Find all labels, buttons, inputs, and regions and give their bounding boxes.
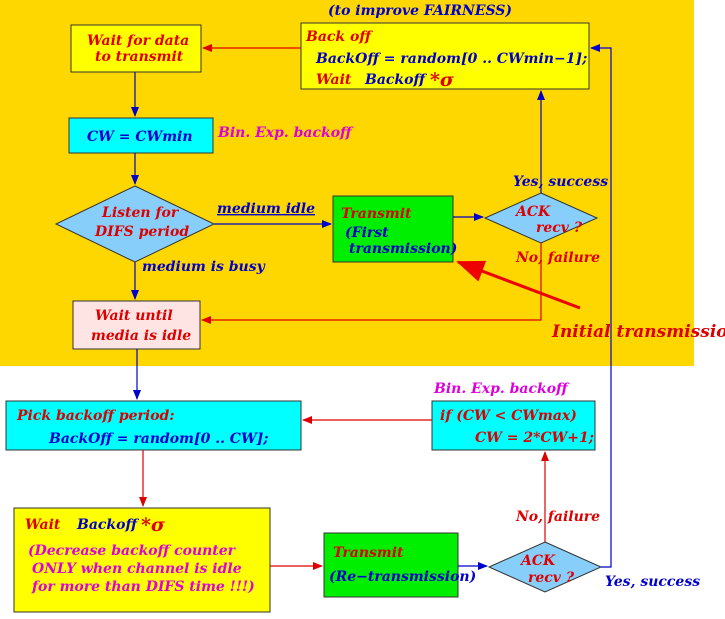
wait-backoff-line1: (Decrease backoff counter xyxy=(28,543,237,559)
medium-busy-label: medium is busy xyxy=(142,259,266,275)
transmit-first-box xyxy=(332,195,454,263)
arrow-ack-no-to-wait-idle xyxy=(201,243,542,324)
pick-backoff-title: Pick backoff period: xyxy=(16,408,175,424)
transmit-first-title: Transmit xyxy=(341,206,412,222)
cw-update-box xyxy=(431,400,596,451)
wait-for-data-box xyxy=(70,24,202,73)
wait-until-idle-line2: media is idle xyxy=(91,328,191,344)
pick-backoff-formula: BackOff = random[0 .. CW]; xyxy=(48,431,268,447)
wait-backoff-wait-label: Wait xyxy=(25,517,61,533)
wait-until-idle-line1: Wait until xyxy=(95,308,173,324)
wait-for-data-line1: Wait for data xyxy=(87,33,189,49)
ack-top-no: No, failure xyxy=(515,250,600,266)
ack-bottom-yes: Yes, success xyxy=(605,574,700,590)
cw-update-line1: if (CW < CWmax) xyxy=(440,408,577,424)
fairness-note: (to improve FAIRNESS) xyxy=(328,3,512,19)
wait-backoff-sigma: *σ xyxy=(141,514,166,536)
cw-min-side-note: Bin. Exp. backoff xyxy=(217,125,354,141)
ack-bottom-line2: recv ? xyxy=(528,570,575,586)
transmit-first-line2: (First xyxy=(345,225,389,241)
listen-line2: DIFS period xyxy=(94,224,189,240)
ack-top-line2: recv ? xyxy=(536,220,583,236)
backoff-title: Back off xyxy=(305,29,373,45)
backoff-wait-label: Wait xyxy=(316,72,352,88)
cw-min-box xyxy=(68,117,214,154)
transmit-re-box xyxy=(323,532,459,598)
wait-until-idle-box xyxy=(72,300,201,350)
ack-bottom-no: No, failure xyxy=(515,509,600,525)
arrow-initial-transmission xyxy=(456,260,581,310)
wait-backoff-line3: for more than DIFS time !!!) xyxy=(31,579,255,595)
wait-backoff-line2: ONLY when channel is idle xyxy=(32,561,242,577)
backoff-formula: BackOff = random[0 .. CWmin−1]; xyxy=(315,51,587,67)
medium-idle-label: medium idle xyxy=(217,201,315,217)
initial-transmission-label: Initial transmission xyxy=(551,322,725,342)
pick-backoff-box xyxy=(5,400,302,451)
ack-bottom-line1: ACK xyxy=(519,553,556,569)
backoff-box xyxy=(300,22,590,90)
transmit-re-title: Transmit xyxy=(333,545,404,561)
listen-line1: Listen for xyxy=(101,205,180,221)
backoff-backoff-label: Backoff xyxy=(364,72,427,88)
arrow-ack-yes-to-backoff-loop xyxy=(590,44,612,568)
ack-top-line1: ACK xyxy=(514,204,551,220)
ack-bottom-diamond xyxy=(487,541,603,593)
cw-update-note: Bin. Exp. backoff xyxy=(433,381,570,397)
cw-update-line2: CW = 2*CW+1; xyxy=(475,430,594,446)
ack-top-yes: Yes, success xyxy=(513,174,608,190)
wait-backoff-backoff-label: Backoff xyxy=(76,517,139,533)
cw-min-label: CW = CWmin xyxy=(87,129,193,145)
backoff-sigma: *σ xyxy=(430,69,455,91)
transmit-first-line3: transmission) xyxy=(349,241,457,257)
wait-for-data-line2: to transmit xyxy=(95,49,184,65)
transmit-re-line2: (Re−transmission) xyxy=(329,569,476,585)
wait-backoff-box xyxy=(13,507,271,613)
